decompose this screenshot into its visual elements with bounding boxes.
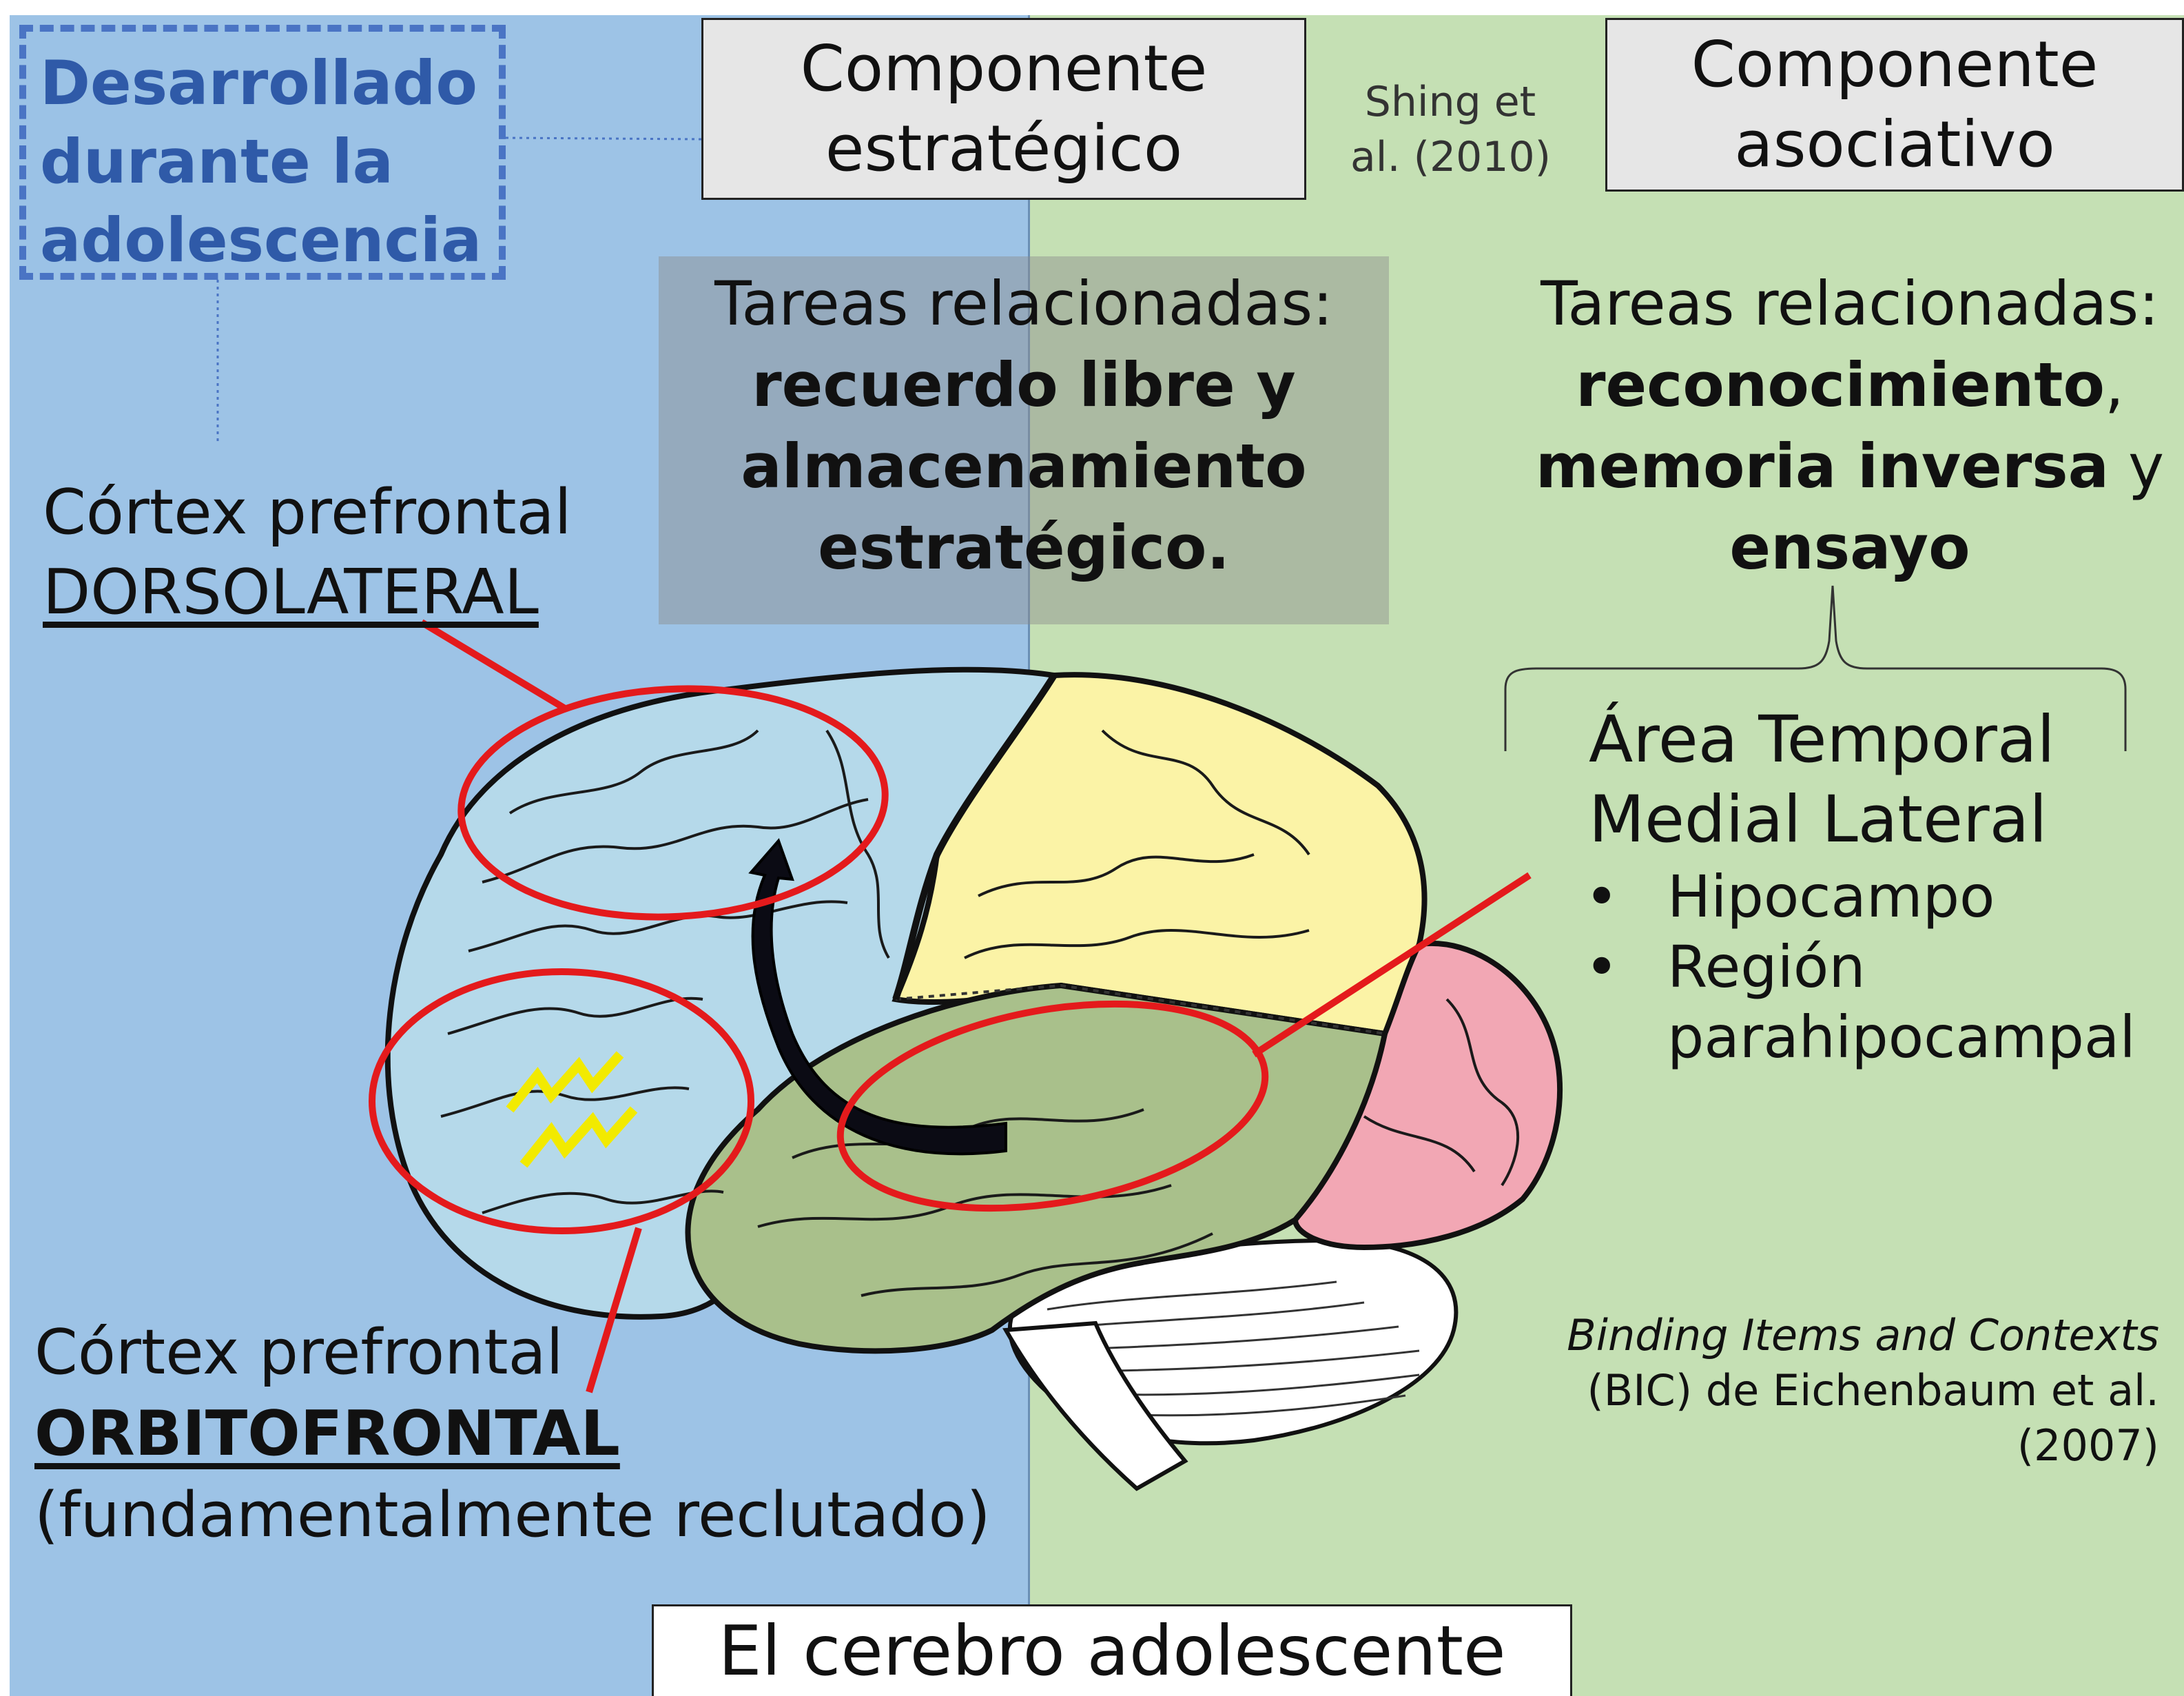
list-item-label: parahipocampal	[1667, 1003, 2136, 1071]
associative-component-box: Componente asociativo	[1605, 18, 2184, 192]
associative-component-line-2: asociativo	[1734, 108, 2055, 181]
strategic-component-line-2: estratégico	[825, 112, 1183, 185]
orbitofrontal-line-1: Córtex prefrontal	[34, 1316, 564, 1389]
citation-line-1: Shing et	[1364, 78, 1536, 126]
left-tasks-line-2: almacenamiento	[741, 431, 1307, 502]
curved-arrow-icon	[748, 838, 1007, 1156]
temporal-connector	[1252, 872, 1532, 1058]
left-tasks-line-3: estratégico.	[818, 512, 1230, 583]
temporal-area-label: Área Temporal Medial Lateral	[1589, 700, 2055, 860]
orbitofrontal-line-2: ORBITOFRONTAL	[34, 1398, 620, 1470]
brainstem	[1002, 1320, 1188, 1491]
right-tasks-text: Tareas relacionadas: reconocimiento, mem…	[1516, 263, 2184, 589]
associative-component-line-1: Componente	[1691, 28, 2099, 101]
left-tasks-prefix: Tareas relacionadas:	[714, 268, 1333, 339]
list-item-label: Hipocampo	[1667, 863, 1995, 930]
dorsolateral-line-2: DORSOLATERAL	[43, 556, 539, 629]
temporal-area-title-2: Medial Lateral	[1589, 782, 2048, 857]
developed-line-1: Desarrollado	[40, 48, 477, 119]
developed-during-adolescence-box: Desarrollado durante la adolescencia	[19, 25, 506, 280]
left-tasks-line-1: recuerdo libre y	[752, 349, 1296, 420]
strategic-component-box: Componente estratégico	[701, 18, 1306, 200]
list-item-hipocampo: • Hipocampo	[1585, 861, 2136, 932]
right-tasks-line-2: reconocimiento,	[1516, 345, 2184, 426]
dorsolateral-highlight	[457, 685, 889, 921]
left-tasks-text: Tareas relacionadas: recuerdo libre y al…	[659, 263, 1389, 589]
bracket	[1504, 585, 2127, 751]
lightning-zigzag-icon	[506, 1051, 638, 1168]
developed-line-3: adolescencia	[40, 205, 482, 276]
orbitofrontal-highlight	[369, 968, 754, 1234]
right-tasks-line-3: memoria inversa y	[1516, 426, 2184, 507]
bullet-icon: •	[1585, 933, 1619, 1001]
dorsolateral-connector	[420, 619, 567, 712]
temporal-area-list: • Hipocampo • Región parahipocampal	[1585, 861, 2136, 1072]
right-tasks-line-2-bold: reconocimiento	[1576, 349, 2105, 420]
right-tasks-line-3-rest: y	[2109, 431, 2165, 502]
citation-shing: Shing et al. (2010)	[1350, 74, 1552, 185]
footer-title-box: El cerebro adolescente	[652, 1604, 1572, 1696]
bic-line-1: Binding Items and Contexts	[1567, 1310, 2159, 1360]
list-item-label: Región	[1667, 933, 1866, 1001]
left-tasks-box	[659, 256, 1389, 624]
bic-line-3: (2007)	[2017, 1420, 2159, 1471]
dorsolateral-label: Córtex prefrontal DORSOLATERAL	[43, 473, 572, 633]
list-item-region: • Región	[1585, 932, 2136, 1002]
strategic-component-line-1: Componente	[800, 32, 1208, 105]
right-tasks-line-4-bold: ensayo	[1729, 512, 1970, 583]
right-tasks-line-3-bold: memoria inversa	[1535, 431, 2110, 502]
right-tasks-line-2-rest: ,	[2104, 349, 2124, 420]
bic-citation: Binding Items and Contexts (BIC) de Eich…	[1567, 1308, 2159, 1473]
temporal-area-title-1: Área Temporal	[1589, 702, 2055, 777]
developed-line-2: durante la	[40, 126, 394, 197]
right-tasks-prefix: Tareas relacionadas:	[1541, 268, 2159, 339]
temporal-highlight	[836, 1000, 1269, 1212]
temporal-lobe	[685, 982, 1388, 1354]
right-tasks-line-4: ensayo	[1516, 507, 2184, 589]
orbitofrontal-line-3: (fundamentalmente reclutado)	[34, 1479, 991, 1551]
dorsolateral-line-1: Córtex prefrontal	[43, 476, 572, 549]
list-item-parahipocampal: parahipocampal	[1585, 1002, 2136, 1072]
orbitofrontal-connector	[586, 1227, 642, 1393]
bic-line-2: (BIC) de Eichenbaum et al.	[1587, 1365, 2159, 1416]
citation-line-2: al. (2010)	[1350, 133, 1552, 181]
bullet-icon: •	[1585, 863, 1619, 930]
footer-title: El cerebro adolescente	[718, 1611, 1506, 1691]
orbitofrontal-label: Córtex prefrontal ORBITOFRONTAL (fundame…	[34, 1312, 991, 1556]
